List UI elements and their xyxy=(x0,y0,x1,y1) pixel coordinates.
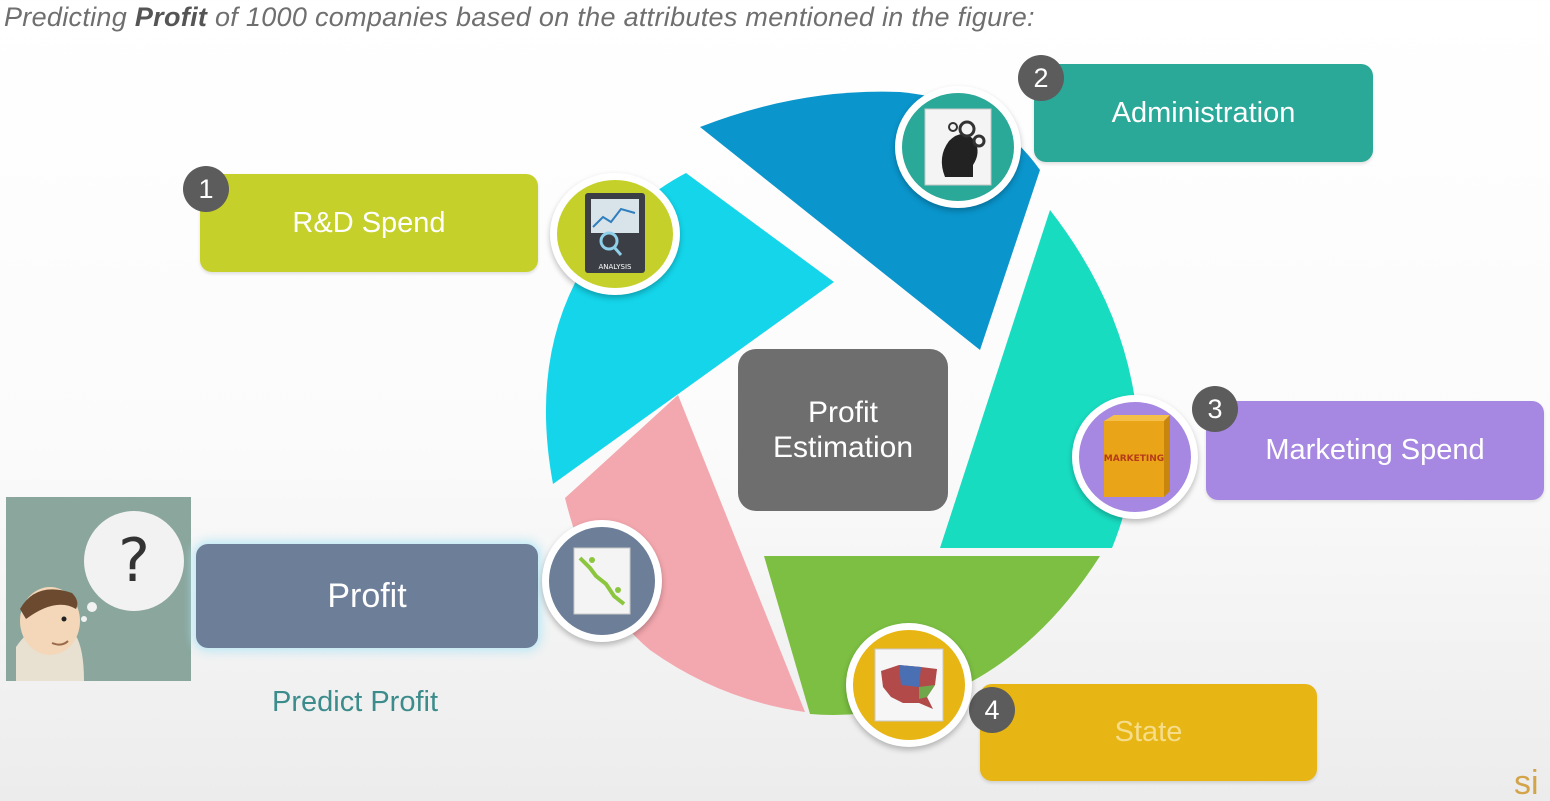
us-map-icon xyxy=(874,648,944,722)
thinking-person-panel: ? xyxy=(6,497,191,681)
badge-3: 3 xyxy=(1192,386,1238,432)
analysis-chart-icon: ANALYSIS xyxy=(585,193,645,273)
svg-text:ANALYSIS: ANALYSIS xyxy=(598,263,632,271)
badge-2: 2 xyxy=(1018,55,1064,101)
state-icon-circle xyxy=(846,623,972,747)
profit-label-box: Profit xyxy=(196,544,538,648)
thinking-person-icon: ? xyxy=(16,511,184,681)
center-line-2: Estimation xyxy=(772,431,914,464)
rd-spend-label-box: R&D Spend xyxy=(200,174,538,272)
brand-watermark: si xyxy=(1514,764,1539,801)
badge-4: 4 xyxy=(969,687,1015,733)
profit-label: Profit xyxy=(327,576,407,615)
marketing-spend-label: Marketing Spend xyxy=(1265,434,1485,466)
svg-text:?: ? xyxy=(118,526,150,596)
center-line-1: Profit xyxy=(807,396,879,429)
rd-spend-icon-circle: ANALYSIS xyxy=(550,173,680,295)
administration-label: Administration xyxy=(1111,96,1296,129)
administration-label-box: Administration xyxy=(1034,64,1373,162)
marketing-spend-label-box: Marketing Spend xyxy=(1206,401,1544,500)
profit-icon-circle xyxy=(542,520,662,642)
gears-head-icon xyxy=(924,108,992,186)
profit-chart-icon xyxy=(573,547,631,615)
marketing-box-icon: MARKETING xyxy=(1104,415,1170,497)
rd-spend-label: R&D Spend xyxy=(292,206,446,239)
badge-1: 1 xyxy=(183,166,229,212)
marketing-spend-icon-circle: MARKETING xyxy=(1072,395,1198,519)
wheel-segment-profit xyxy=(565,395,805,712)
state-label-box: State xyxy=(980,684,1317,781)
title-emphasis: Profit xyxy=(134,2,208,32)
predict-profit-caption: Predict Profit xyxy=(272,686,438,718)
state-label: State xyxy=(1114,716,1183,748)
administration-icon-circle xyxy=(895,86,1021,208)
profit-estimation-box: Profit Estimation xyxy=(738,349,948,511)
page-title: Predicting Profit of 1000 companies base… xyxy=(4,2,1035,32)
svg-text:MARKETING: MARKETING xyxy=(1104,454,1164,464)
